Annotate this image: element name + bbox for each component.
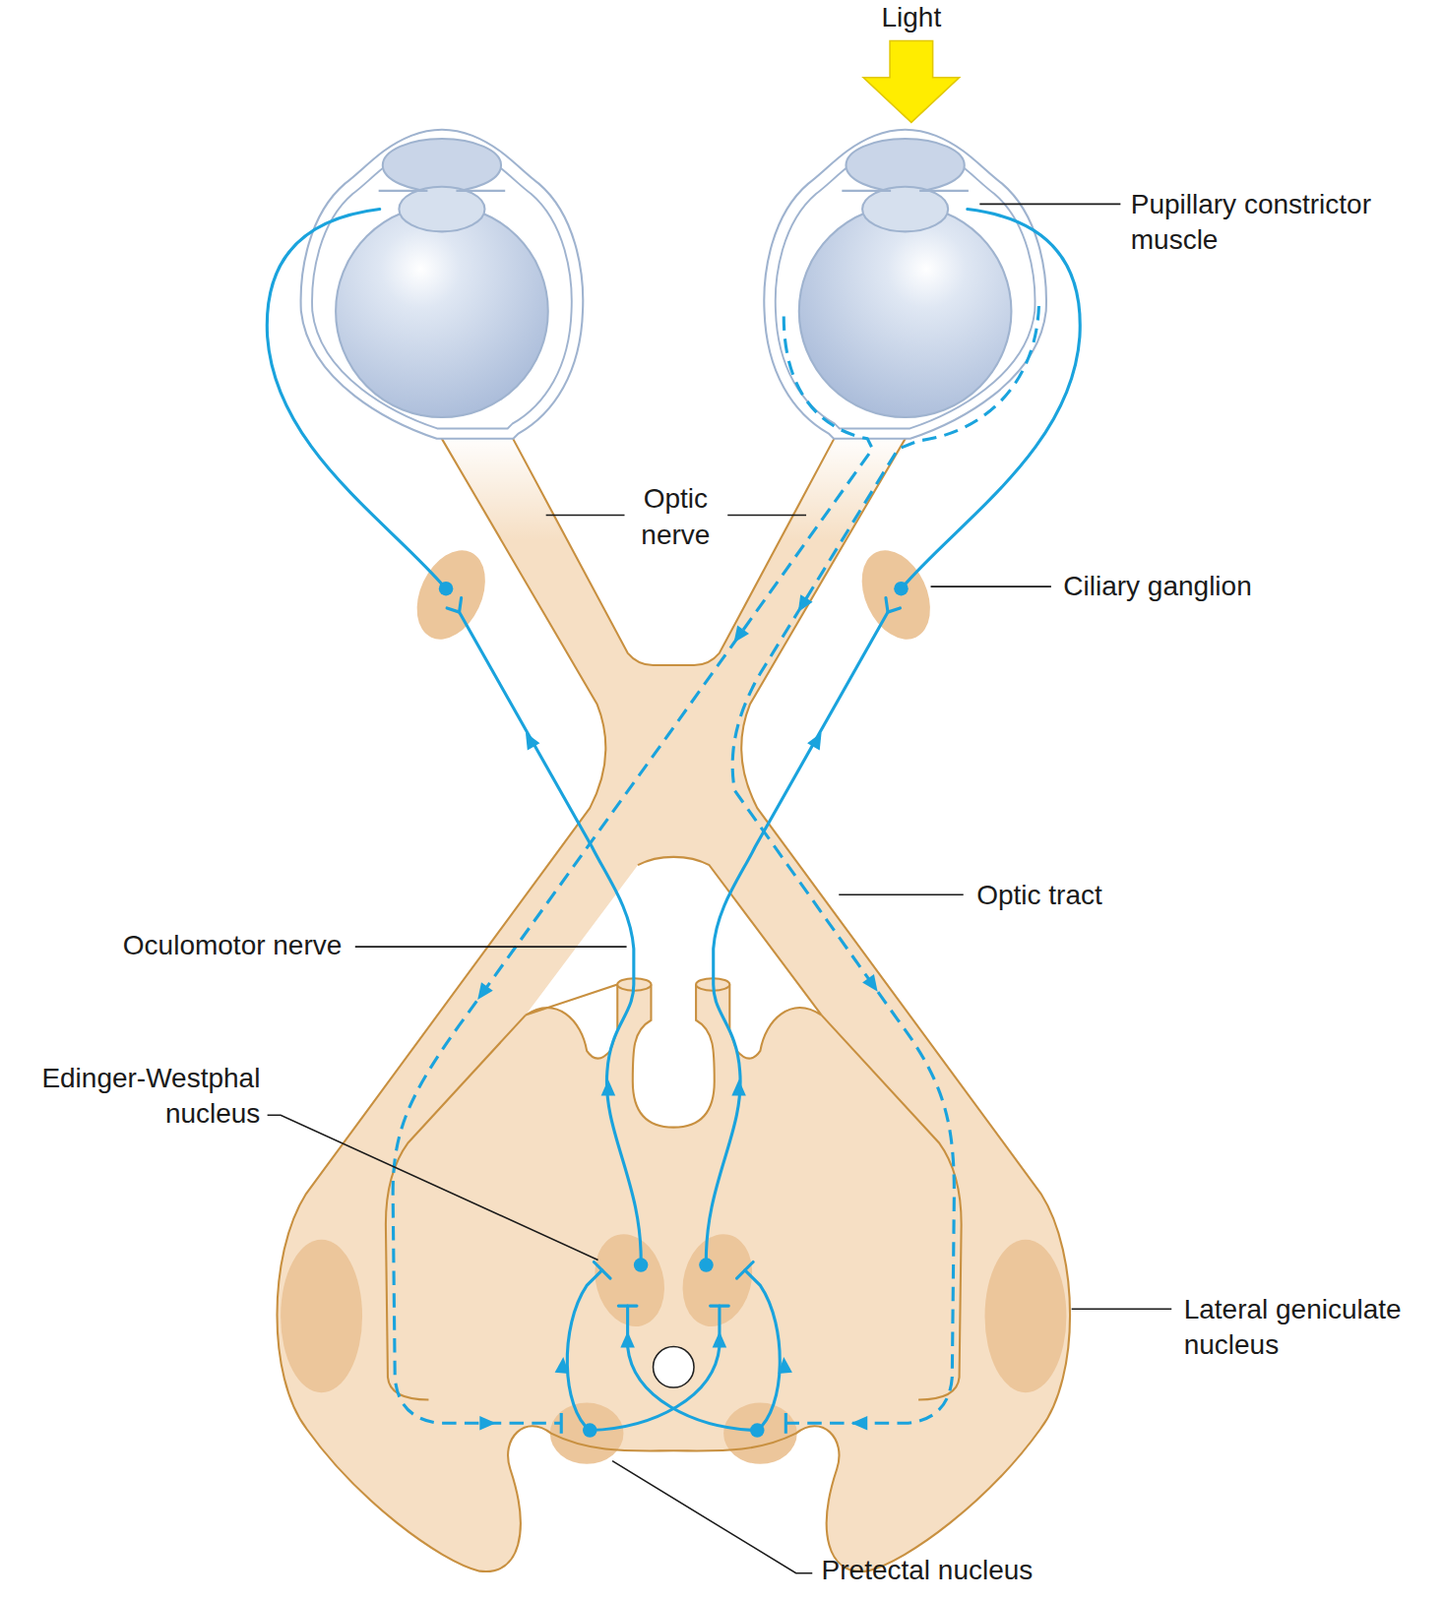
efferent-pathway bbox=[459, 612, 642, 1266]
arrowhead bbox=[862, 974, 883, 997]
efferent-pathway bbox=[266, 209, 446, 590]
leader-line bbox=[979, 203, 1121, 206]
leader-line bbox=[838, 893, 963, 896]
part-label: Lateral geniculate nucleus bbox=[1184, 1292, 1425, 1365]
lateral-geniculate-body bbox=[280, 1240, 363, 1394]
arrowhead bbox=[519, 729, 541, 752]
neuron-cell-body bbox=[750, 1423, 765, 1439]
label-anchor: Optic tract bbox=[976, 878, 1324, 914]
arrowhead bbox=[792, 594, 814, 617]
leader-line bbox=[612, 1461, 813, 1574]
neuron-cell-body bbox=[633, 1257, 649, 1273]
part-label: Light bbox=[860, 0, 963, 36]
brain-and-visual-pathway bbox=[276, 434, 1070, 1572]
leader-line bbox=[267, 1115, 599, 1260]
arrowhead bbox=[471, 982, 493, 1004]
optic-tract-inner-edge bbox=[385, 1015, 962, 1401]
neuron-cell-body bbox=[439, 581, 909, 1439]
part-label: Pretectal nucleus bbox=[821, 1553, 1129, 1589]
part-label: Oculomotor nerve bbox=[4, 928, 342, 964]
interneuron-pathway bbox=[566, 1270, 602, 1432]
part-label: Edinger-Westphal nucleus bbox=[2, 1061, 260, 1133]
interneuron-pathway bbox=[627, 1306, 758, 1431]
neuron-cell-body bbox=[439, 581, 454, 597]
neuron-cell-body bbox=[582, 1423, 598, 1439]
efferent-pathway bbox=[900, 209, 1080, 590]
arrowhead bbox=[731, 1079, 747, 1097]
efferent-pathway bbox=[705, 612, 888, 1266]
edinger-westphal-body bbox=[584, 1226, 675, 1335]
leader-line bbox=[355, 945, 628, 948]
leader-line bbox=[546, 514, 807, 517]
arrowhead bbox=[807, 729, 828, 752]
leader-line bbox=[1071, 1308, 1173, 1311]
interneuron-pathway bbox=[566, 1261, 780, 1431]
edinger-westphal-body bbox=[672, 1226, 762, 1335]
lateral-geniculate-body bbox=[984, 1240, 1067, 1394]
brain-and-visual-pathway bbox=[276, 434, 1070, 1572]
neuron-cell-body bbox=[698, 1257, 714, 1273]
afferent-pathway bbox=[392, 306, 1039, 1424]
part-label: Ciliary ganglion bbox=[1063, 569, 1411, 606]
brain-and-visual-pathway bbox=[276, 434, 1070, 1572]
afferent-pathway bbox=[732, 306, 1039, 1424]
leader-line bbox=[931, 585, 1052, 588]
ciliary-ganglion bbox=[848, 539, 944, 651]
afferent-pathway bbox=[392, 315, 873, 1424]
efferent-pathway bbox=[885, 598, 901, 614]
label-anchor: Oculomotor nerve bbox=[4, 928, 342, 964]
ciliary-ganglion bbox=[403, 539, 500, 651]
label-anchor: Pupillary constrictor muscle bbox=[1130, 187, 1417, 259]
arrowhead bbox=[851, 1416, 869, 1432]
nerve-fade bbox=[782, 434, 911, 542]
arrowhead bbox=[479, 1416, 497, 1432]
label-anchor: Pretectal nucleus bbox=[821, 1553, 1129, 1589]
light-arrow bbox=[863, 40, 959, 123]
arrowhead bbox=[728, 625, 750, 647]
label-anchor: Optic nerve bbox=[619, 481, 732, 554]
arrowhead bbox=[471, 594, 883, 1431]
label-anchor: Ciliary ganglion bbox=[1063, 569, 1411, 606]
cerebral-aqueduct bbox=[653, 1347, 694, 1388]
efferent-pathway bbox=[446, 598, 462, 614]
nerve-fade bbox=[437, 434, 565, 542]
label-anchor: Lateral geniculate nucleus bbox=[1184, 1292, 1425, 1365]
arrowhead bbox=[620, 1331, 635, 1349]
label-anchor: Light bbox=[860, 0, 963, 36]
part-label: Optic nerve bbox=[619, 481, 732, 554]
interneuron-pathway bbox=[589, 1306, 720, 1431]
left-eye bbox=[301, 129, 584, 440]
part-label: Pupillary constrictor muscle bbox=[1130, 187, 1417, 259]
neuron-cell-body bbox=[893, 581, 909, 597]
arrowhead bbox=[776, 1356, 793, 1375]
right-eye bbox=[763, 129, 1047, 440]
label-anchor: Edinger-Westphal nucleus bbox=[2, 1061, 260, 1133]
interneuron-pathway bbox=[593, 1261, 753, 1307]
arrowhead bbox=[712, 1331, 728, 1349]
part-label: Optic tract bbox=[976, 878, 1324, 914]
interneuron-pathway bbox=[745, 1270, 780, 1432]
arrowhead bbox=[555, 1356, 571, 1375]
efferent-pathway bbox=[266, 209, 1080, 1266]
arrowhead bbox=[601, 1079, 617, 1097]
